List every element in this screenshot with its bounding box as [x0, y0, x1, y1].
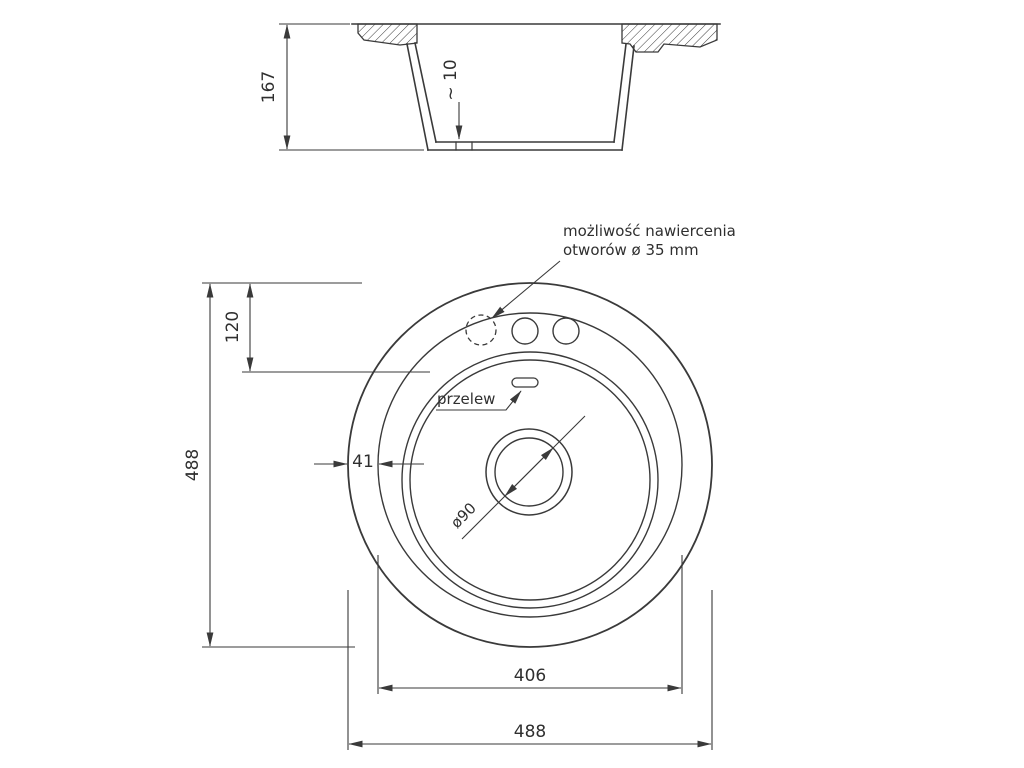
section-right-rim-hatched: [621, 23, 718, 53]
section-right-wall-inner: [613, 43, 627, 143]
overflow-slot: [511, 377, 539, 388]
drain-dim-arrow-sw: [504, 471, 530, 497]
drain-dim-arrow-ne: [528, 447, 554, 473]
section-right-wall-outer: [621, 45, 635, 151]
section-view: [351, 23, 721, 151]
drain-outer-circle: [485, 428, 573, 516]
dim-488v-label: 488: [183, 449, 203, 481]
section-left-wall-outer: [406, 43, 429, 151]
section-left-rim-hatched: [357, 23, 418, 46]
bowl-edge-inner-arc: [409, 359, 651, 601]
dim-167-label: 167: [259, 71, 279, 103]
inner-rim-circle: [377, 312, 683, 618]
section-left-wall-inner: [414, 42, 437, 143]
overflow-label: przelew: [437, 390, 495, 408]
dim-drain-label: ø90: [447, 499, 480, 532]
drill-note-line2: otworów ø 35 mm: [563, 241, 699, 259]
optional-drill-hole-dashed: [465, 314, 497, 346]
dim-bottom-thickness-label: ~ 10: [441, 59, 461, 100]
dim-406-label: 406: [514, 666, 546, 686]
drain-dimension: [461, 415, 586, 540]
drain-inner-circle: [494, 437, 564, 507]
faucet-hole-1: [511, 317, 539, 345]
overflow-leader: [436, 390, 522, 411]
dim-488h-label: 488: [514, 722, 546, 742]
dim-41-label: 41: [352, 452, 374, 472]
faucet-hole-2: [552, 317, 580, 345]
drill-note-leader: [491, 260, 561, 319]
outer-rim-circle: [347, 282, 713, 648]
plan-dimension-lines: [202, 282, 713, 750]
plan-view: [347, 282, 713, 648]
bowl-edge-outer-arc: [401, 351, 659, 609]
dim-41-label-bg: [350, 450, 377, 470]
dim-120-label: 120: [223, 311, 243, 343]
drill-note-line1: możliwość nawiercenia: [563, 222, 736, 240]
section-dimension-lines: [279, 23, 463, 151]
